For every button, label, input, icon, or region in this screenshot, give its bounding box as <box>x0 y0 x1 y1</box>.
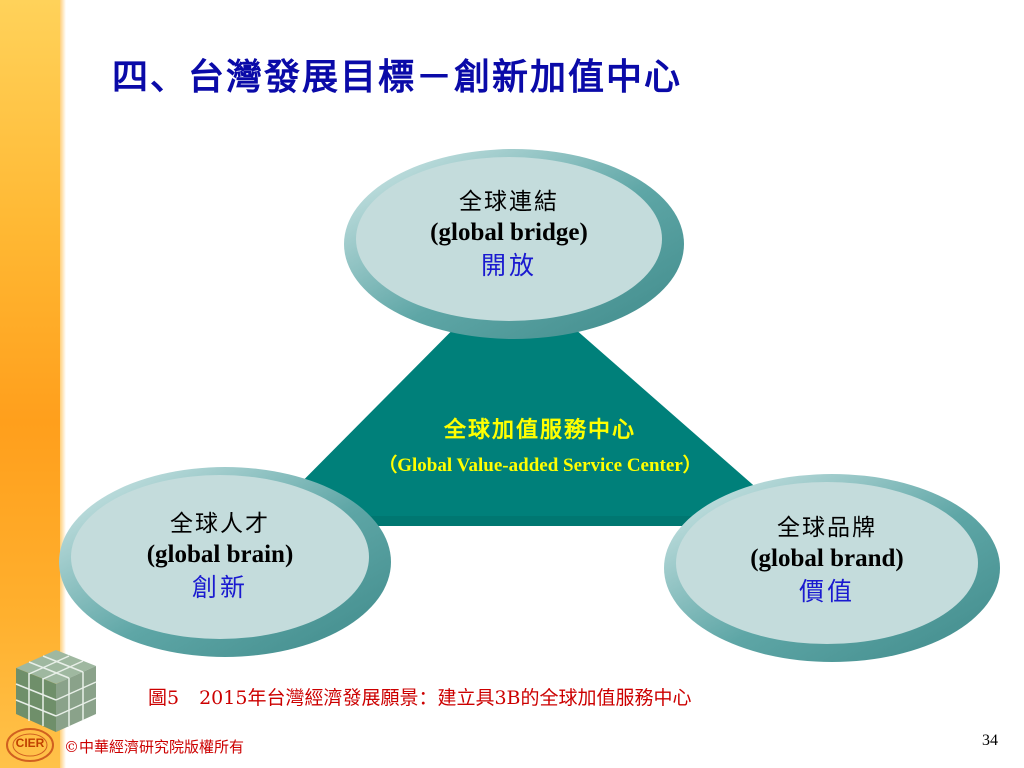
node-brand-en: (global brand) <box>750 544 904 572</box>
cier-logo-text: CIER <box>15 736 45 750</box>
node-bridge-tag: 開放 <box>480 251 537 280</box>
copyright-notice: ©中華經濟研究院版權所有 <box>64 738 245 756</box>
node-brand-tag: 價值 <box>798 577 855 606</box>
node-ellipse-brain <box>59 467 391 657</box>
node-ellipse-brand <box>664 474 1000 662</box>
node-brain-tag: 創新 <box>191 573 248 602</box>
node-ellipse-bridge <box>344 149 684 339</box>
cube-graphic-icon <box>15 650 97 732</box>
node-brain-en: (global brain) <box>146 540 294 568</box>
left-decorative-band <box>0 0 62 768</box>
node-brain-zh: 全球人才 <box>170 511 270 537</box>
node-bridge-en: (global bridge) <box>430 218 588 246</box>
center-label-en: （Global Value-added Service Center） <box>378 455 702 476</box>
slide-title: 四、台灣發展目標－創新加值中心 <box>112 56 683 98</box>
node-brand-zh: 全球品牌 <box>777 515 877 541</box>
page-number: 34 <box>982 732 998 749</box>
center-label: 全球加值服務中心 （Global Value-added Service Cen… <box>290 412 790 477</box>
triangle-shade <box>258 516 800 526</box>
figure-label: 圖5 <box>148 687 180 709</box>
node-bridge-zh: 全球連結 <box>459 189 559 215</box>
figure-caption-text: 2015年台灣經濟發展願景：建立具3B的全球加值服務中心 <box>199 687 692 709</box>
node-brand: 全球品牌 (global brand) 價值 <box>702 514 952 607</box>
center-triangle <box>258 272 800 526</box>
cier-logo <box>6 728 54 762</box>
left-band-edge <box>60 0 66 768</box>
figure-caption: 圖5 2015年台灣經濟發展願景：建立具3B的全球加值服務中心 <box>148 683 692 710</box>
node-brain: 全球人才 (global brain) 創新 <box>95 510 345 603</box>
node-bridge: 全球連結 (global bridge) 開放 <box>384 188 634 281</box>
center-label-zh: 全球加值服務中心 <box>443 417 636 443</box>
